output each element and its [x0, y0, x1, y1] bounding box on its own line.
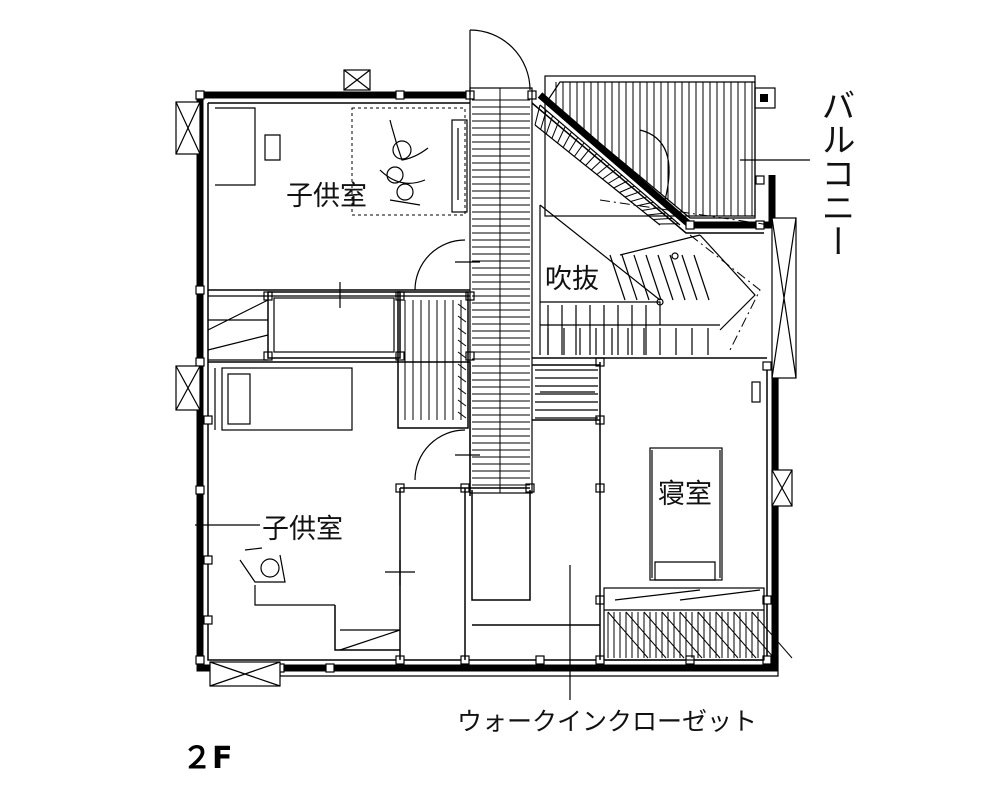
wall-post [195, 655, 205, 665]
hatch-line [457, 375, 467, 383]
diagonal-stair [534, 104, 681, 226]
room-label-walk-in-closet: ウォークインクローゼット [457, 707, 757, 736]
room-label-balcony: バルコニー [815, 88, 855, 258]
hatch-line [579, 147, 591, 162]
hatch-line [661, 611, 703, 659]
wall-post [203, 555, 213, 565]
floor-label: ２F [182, 741, 233, 776]
hatch-line [624, 190, 641, 198]
hatch-line [643, 611, 685, 659]
hatch-line [633, 254, 650, 301]
hatch-line [625, 611, 667, 659]
main-stair [535, 199, 771, 419]
top-door [469, 29, 531, 95]
hatch-line [551, 121, 560, 139]
room-label-bedroom: 寝室 [658, 479, 712, 510]
wall-post [762, 361, 772, 371]
person-figures [239, 119, 429, 583]
wall-post [755, 175, 765, 185]
hatch-line [457, 339, 467, 347]
hatch-line [697, 611, 739, 659]
upper-child-room [208, 107, 470, 297]
hatch-line [545, 115, 554, 135]
wall-post [535, 655, 545, 665]
central-corridor [469, 87, 533, 494]
child-bed [214, 367, 353, 431]
room-label-child-bottom: 子供室 [262, 514, 343, 545]
hatch-line [568, 137, 579, 153]
hatch-line [607, 611, 649, 659]
hatch-line [457, 411, 467, 419]
wall-post [755, 220, 765, 230]
hatch-line [669, 254, 686, 301]
hatch-line [457, 351, 467, 359]
hatch-line [596, 164, 610, 175]
hatch-line [715, 611, 757, 659]
bedroom-closet [603, 381, 793, 661]
hatch-line [613, 180, 629, 189]
hatch-line [647, 212, 667, 216]
hatch-line [607, 174, 623, 184]
hatch-line [657, 254, 674, 301]
hatch-line [681, 254, 698, 301]
hatch-line [679, 611, 721, 659]
hatch-line [621, 254, 638, 301]
wall-post [195, 285, 205, 295]
wall-post [195, 357, 205, 367]
interior-doors [385, 239, 571, 700]
wall-post [203, 415, 213, 425]
mid-storage [207, 282, 469, 429]
hatch-line [457, 315, 467, 323]
wall-post [325, 663, 335, 673]
wall-post [685, 220, 695, 230]
hatch-line [751, 611, 793, 659]
interior-walls [195, 357, 767, 660]
wall-post [195, 90, 205, 100]
hatch-line [457, 327, 467, 335]
room-label-child-top: 子供室 [286, 181, 367, 212]
hatch-line [619, 185, 635, 193]
hatch-line [457, 303, 467, 311]
hatch-line [645, 254, 662, 301]
hatch-line [573, 142, 585, 157]
wall-post [203, 615, 213, 625]
hatch-line [693, 254, 710, 301]
hatch-line [733, 611, 775, 659]
master-bed [649, 447, 723, 581]
hatch-line [590, 158, 604, 171]
wall-post [195, 485, 205, 495]
hatch-line [636, 201, 654, 207]
hatch-line [585, 153, 598, 166]
hatch-line [653, 217, 673, 220]
hatch-line [630, 196, 648, 202]
exterior-windows [175, 69, 797, 687]
balcony-area [544, 75, 776, 219]
hatch-line [534, 104, 541, 126]
hatch-line [641, 207, 660, 211]
hatch-line [457, 387, 467, 395]
hatch-line [540, 110, 547, 130]
room-label-fukinuke: 吹抜 [545, 264, 599, 295]
hatch-line [457, 399, 467, 407]
hatch-line [457, 363, 467, 371]
hatch-line [557, 126, 566, 144]
hatch-line [602, 169, 616, 180]
wall-post [395, 90, 405, 100]
wall-post [762, 595, 772, 605]
hatch-line [609, 254, 626, 301]
hatch-line [562, 131, 572, 148]
